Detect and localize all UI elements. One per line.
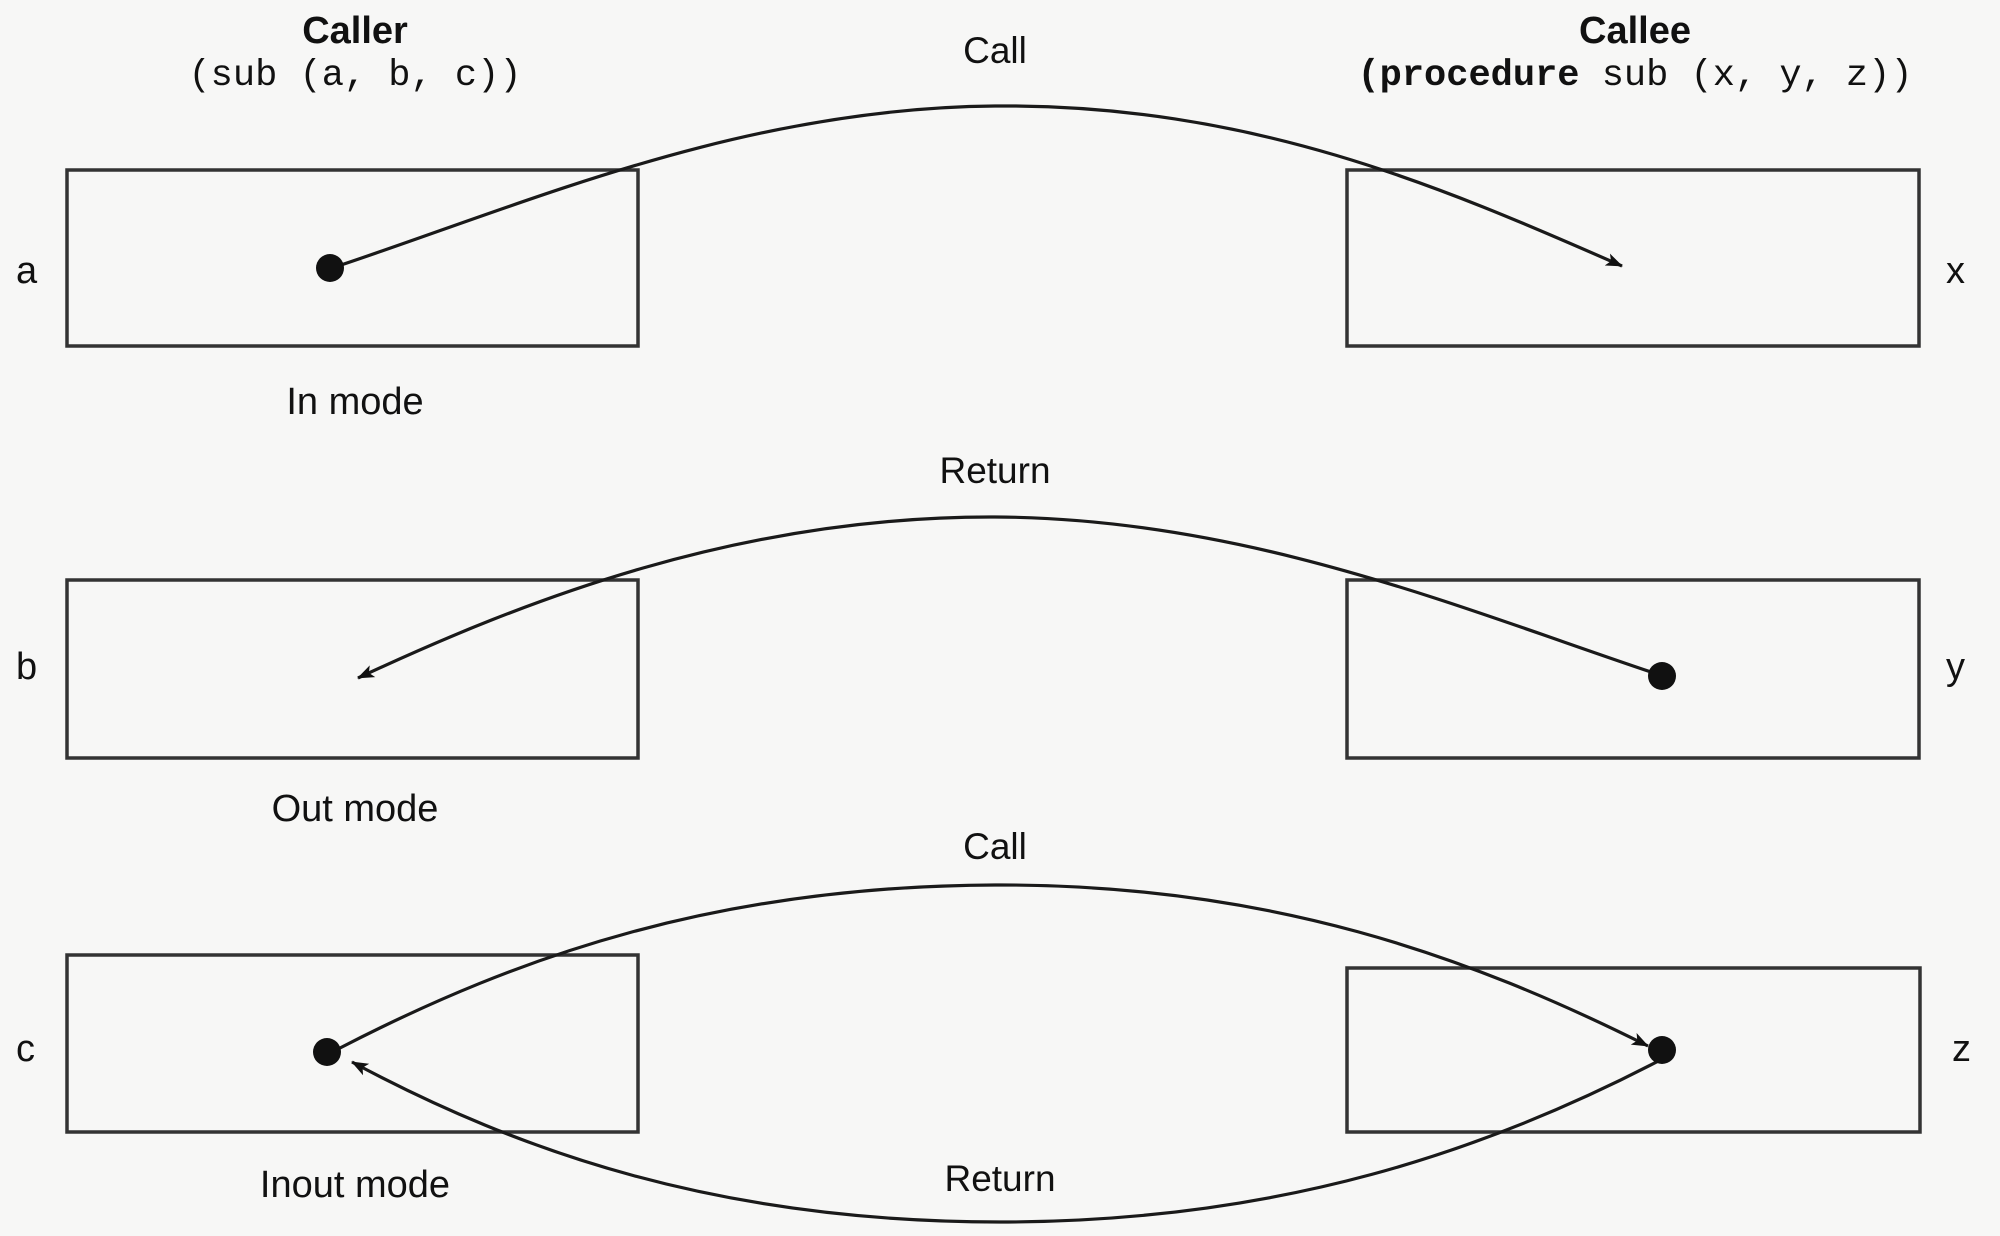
return-curve-row-2 [357,515,1661,680]
callee-box-row-1 [1345,168,1921,348]
caller-box-row-2 [65,578,640,760]
callee-param-label-row-2: y [1946,646,1965,688]
callee-param-label-row-1: x [1946,250,1965,292]
edge-label-call-row-1: Call [963,30,1027,71]
source-dot-row-1 [316,254,344,282]
callee-dot-row-3 [1648,1036,1676,1064]
edge-label-call-row-3: Call [963,826,1027,867]
mode-caption-row-2: Out mode [271,788,439,830]
source-dot-row-2 [1648,662,1676,690]
callee-signature: (procedure sub (x, y, z)) [1357,58,1912,95]
caller-box-row-3 [65,953,640,1134]
callee-column-title: Callee [1579,10,1691,52]
callee-param-label-row-3: z [1952,1028,1971,1070]
caller-param-label-row-3: c [16,1028,35,1070]
call-curve-row-1 [331,104,1623,270]
edge-label-return-row-3: Return [944,1158,1056,1199]
caller-param-label-row-1: a [16,250,38,292]
callee-box-row-2 [1345,578,1921,760]
caller-box-row-1 [65,168,640,348]
call-curve-row-3 [339,883,1649,1050]
caller-column-title: Caller [302,10,408,52]
caller-dot-row-3 [313,1038,341,1066]
caller-param-label-row-2: b [16,646,38,688]
callee-signature-keyword: (procedure [1357,55,1580,97]
callee-box-row-3 [1345,966,1922,1134]
mode-caption-row-1: In mode [286,381,424,423]
caller-signature: (sub (a, b, c)) [188,55,522,97]
callee-signature-rest: sub (x, y, z)) [1579,55,1913,97]
edge-label-return-row-2: Return [939,450,1051,491]
return-curve-row-3 [351,1054,1669,1224]
mode-caption-row-3: Inout mode [259,1164,451,1206]
